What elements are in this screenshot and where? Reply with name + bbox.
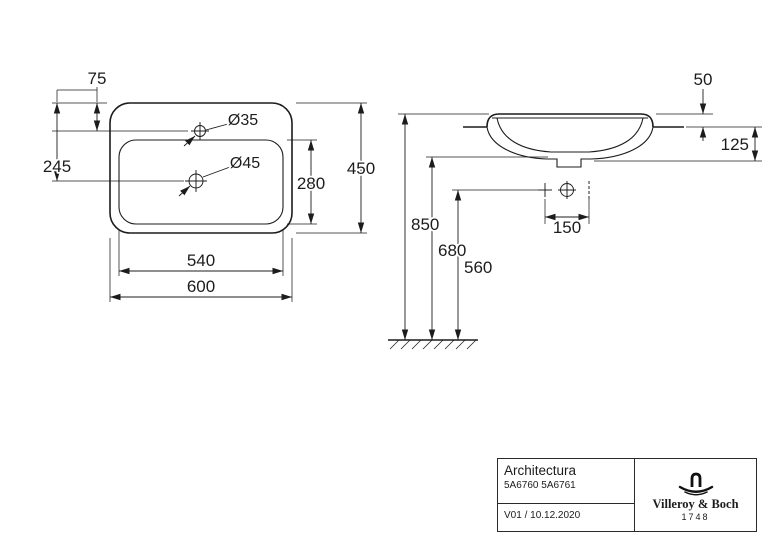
floor-hatch [389,339,477,350]
brand-name: Villeroy & Boch [652,496,739,511]
title-block-version-cell: V01 / 10.12.2020 [498,504,634,531]
dim-label-75: 75 [88,69,107,88]
side-view: 850 680 560 150 [388,68,762,350]
top-view-left-dimensions [52,87,188,182]
dim-label-drain-diameter: Ø45 [230,155,260,172]
basin-rim-profile [486,113,654,128]
diameter-leaders [178,123,231,197]
top-view: 75 245 Ø35 Ø45 280 450 [41,67,377,302]
dim-label-150: 150 [553,218,581,237]
dim-label-560: 560 [464,258,492,277]
vb-goblet-icon [678,472,713,495]
dim-label-850: 850 [411,215,439,234]
tap-hole-symbol [191,122,209,140]
top-view-bottom-dimensions [109,230,293,302]
brand-year: 1748 [681,511,710,522]
dim-label-450: 450 [347,159,375,178]
outlet-spacing-dimension [544,199,590,224]
title-block-product-cell: Architectura 5A6760 5A6761 [498,459,634,504]
drain-hole-symbol [185,170,207,192]
dim-label-125: 125 [721,135,749,154]
dim-label-tap-diameter: Ø35 [228,112,258,129]
dim-label-680: 680 [438,241,466,260]
basin-underside-profile [486,126,654,168]
bowl-section-profile [496,117,644,153]
dim-label-600: 600 [187,277,215,296]
article-numbers: 5A6760 5A6761 [504,480,576,491]
title-block: Architectura 5A6760 5A6761 V01 / 10.12.2… [497,458,757,532]
version-date: V01 / 10.12.2020 [504,510,581,521]
series-name: Architectura [504,463,577,478]
supply-connection-symbol [538,183,552,197]
height-dimensions [398,113,548,340]
dim-label-540: 540 [187,251,215,270]
rim-depth-dimensions [594,89,762,162]
waste-outlet-symbol [558,181,576,199]
dim-label-280: 280 [297,174,325,193]
basin-bowl-outline [118,139,284,225]
dim-label-245: 245 [43,157,71,176]
title-block-left: Architectura 5A6760 5A6761 V01 / 10.12.2… [498,459,635,531]
basin-outer-outline [109,102,293,234]
brand-logo: Villeroy & Boch 1748 [635,459,756,531]
top-view-right-dimensions [287,102,367,234]
dim-label-50: 50 [694,70,713,89]
